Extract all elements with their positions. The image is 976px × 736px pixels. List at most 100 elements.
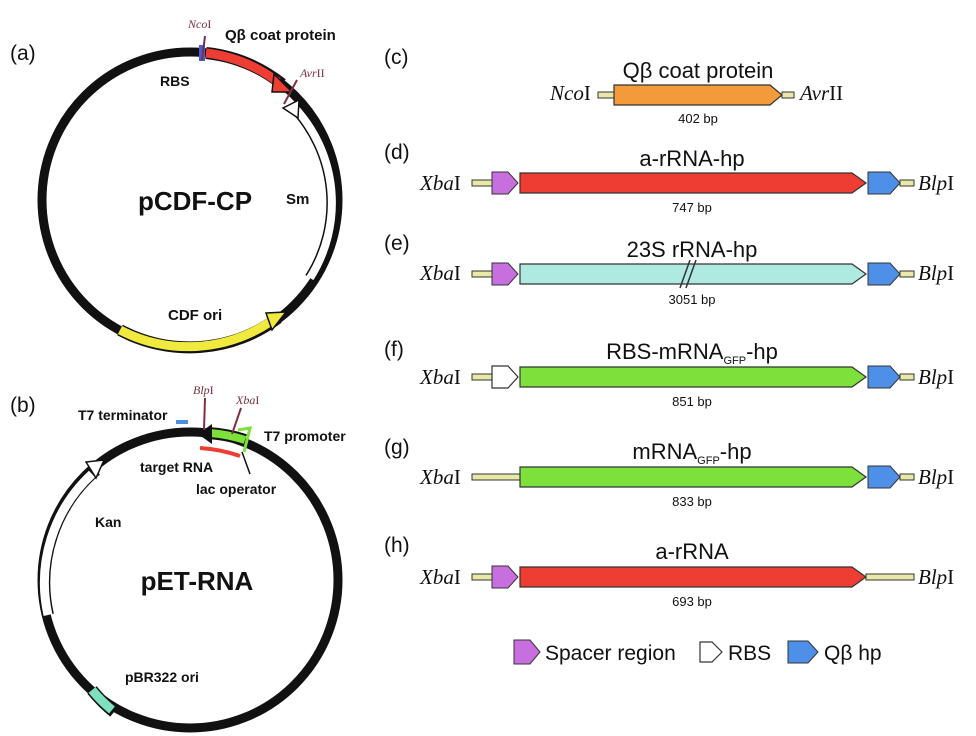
kan-gene	[39, 470, 96, 616]
construct-d-title: a-rRNA-hp	[639, 146, 744, 171]
construct-e: (e) XbaI BlpI 23S rRNA-hp 3051 bp	[384, 232, 954, 307]
construct-f-bar	[519, 366, 868, 388]
construct-e-right-site: BlpI	[918, 261, 954, 285]
legend-spacer-label: Spacer region	[545, 642, 676, 665]
construct-f-left-site: XbaI	[419, 365, 461, 389]
target-rna-label: target RNA	[140, 459, 213, 475]
construct-c-left-site: NcoI	[549, 81, 591, 105]
construct-h-right-line	[865, 573, 915, 581]
construct-g-bp: 833 bp	[672, 494, 712, 509]
t7-promoter-marker	[237, 426, 253, 453]
construct-h-spacer	[491, 565, 519, 589]
rbs-legend-icon	[699, 641, 723, 663]
construct-f-left-line	[471, 373, 493, 381]
rbs-label: RBS	[160, 73, 190, 89]
cdf-ori-label: CDF ori	[168, 307, 222, 324]
construct-d-hp	[867, 171, 901, 195]
construct-f: (f) XbaI BlpI RBS-mRNAGFP-hp 851 bp	[384, 338, 954, 409]
construct-e-left-line	[471, 270, 493, 278]
coat-protein-arrowhead	[271, 72, 294, 93]
cdf-ori	[117, 318, 273, 352]
ncoi-tick	[201, 35, 206, 61]
construct-h-bp: 693 bp	[672, 594, 712, 609]
construct-e-spacer	[491, 262, 519, 286]
construct-c-bp: 402 bp	[678, 111, 718, 126]
construct-f-bp: 851 bp	[672, 394, 712, 409]
panel-label-a: (a)	[10, 42, 36, 65]
construct-h: (h) XbaI BlpI a-rRNA 693 bp	[384, 534, 954, 609]
sm-arrowhead	[281, 98, 300, 120]
construct-f-right-line	[899, 373, 915, 381]
sm-gene	[290, 103, 336, 281]
construct-e-bp: 3051 bp	[669, 292, 716, 307]
construct-g-right-site: BlpI	[918, 465, 954, 489]
sm-label: Sm	[286, 191, 309, 208]
panel-label-b: (b)	[10, 394, 36, 417]
panel-label-c: (c)	[384, 46, 409, 69]
construct-h-left-line	[471, 573, 493, 581]
construct-f-hp	[867, 365, 901, 389]
xbai-label-b: XbaI	[235, 393, 259, 407]
pet-rna-name: pET-RNA	[141, 566, 254, 596]
construct-h-right-site: BlpI	[918, 565, 954, 589]
pcdf-cp-name: pCDF-CP	[138, 186, 252, 216]
legend: Spacer region RBS Qβ hp	[513, 639, 882, 665]
construct-d-right-site: BlpI	[918, 171, 954, 195]
panel-label-h: (h)	[384, 534, 410, 557]
construct-c-left-line	[597, 91, 615, 99]
cdf-ori-arrowhead	[264, 311, 288, 332]
coat-protein-gene	[205, 48, 281, 86]
construct-e-title: 23S rRNA-hp	[627, 237, 758, 262]
construct-e-bar	[519, 263, 868, 285]
construct-g-right-line	[899, 473, 915, 481]
blpi-tick	[203, 397, 206, 431]
construct-e-right-line	[899, 270, 915, 278]
avrii-tick	[283, 79, 298, 105]
construct-h-bar	[519, 566, 868, 588]
hp-legend-icon	[787, 640, 819, 664]
blpi-label-b: BlpI	[193, 383, 214, 397]
panel-a: (a) NcoI AvrII Qβ coat protein RBS pCDF-…	[10, 17, 343, 354]
spacer-legend-icon	[513, 639, 541, 665]
panel-label-d: (d)	[384, 141, 410, 164]
kan-arrowhead	[84, 459, 106, 480]
lac-operator-label: lac operator	[196, 481, 277, 497]
coat-protein-bar	[613, 84, 783, 106]
t7-promoter-label: T7 promoter	[264, 428, 346, 444]
t7-terminator-marker	[176, 420, 188, 424]
construct-f-right-site: BlpI	[918, 365, 954, 389]
lac-operator-pointer	[241, 451, 251, 475]
t7-terminator-label: T7 terminator	[78, 407, 168, 423]
construct-h-left-site: XbaI	[419, 565, 461, 589]
legend-hp-label: Qβ hp	[824, 642, 882, 665]
construct-d-spacer	[491, 171, 519, 195]
legend-rbs-label: RBS	[728, 642, 771, 665]
construct-d-left-site: XbaI	[419, 171, 461, 195]
pbr322-ori-label: pBR322 ori	[125, 669, 199, 685]
coat-protein-label: Qβ coat protein	[225, 27, 336, 44]
construct-f-title: RBS-mRNAGFP-hp	[606, 339, 778, 367]
construct-g-left-line	[471, 473, 521, 481]
construct-f-rbs	[491, 365, 519, 389]
panel-label-e: (e)	[384, 232, 410, 255]
kan-label: Kan	[95, 514, 121, 530]
construct-d-left-line	[471, 179, 493, 187]
construct-c-right-site: AvrII	[798, 81, 843, 105]
construct-g-bar	[519, 466, 868, 488]
construct-d-bp: 747 bp	[672, 200, 712, 215]
construct-h-title: a-rRNA	[655, 539, 729, 564]
construct-c-right-line	[781, 91, 795, 99]
target-rna-underline	[199, 446, 241, 458]
break-mark-2	[685, 259, 697, 289]
panel-b: (b) BlpI XbaI T7 terminator T7 promoter …	[10, 383, 346, 733]
panel-label-g: (g)	[384, 436, 410, 459]
construct-g-left-site: XbaI	[419, 465, 461, 489]
construct-e-left-site: XbaI	[419, 261, 461, 285]
panel-label-f: (f)	[384, 338, 404, 361]
construct-g: (g) XbaI BlpI mRNAGFP-hp 833 bp	[384, 436, 954, 509]
construct-d-right-line	[899, 179, 915, 187]
xbai-tick	[231, 407, 242, 435]
construct-d-bar	[519, 172, 868, 194]
construct-e-hp	[867, 262, 901, 286]
